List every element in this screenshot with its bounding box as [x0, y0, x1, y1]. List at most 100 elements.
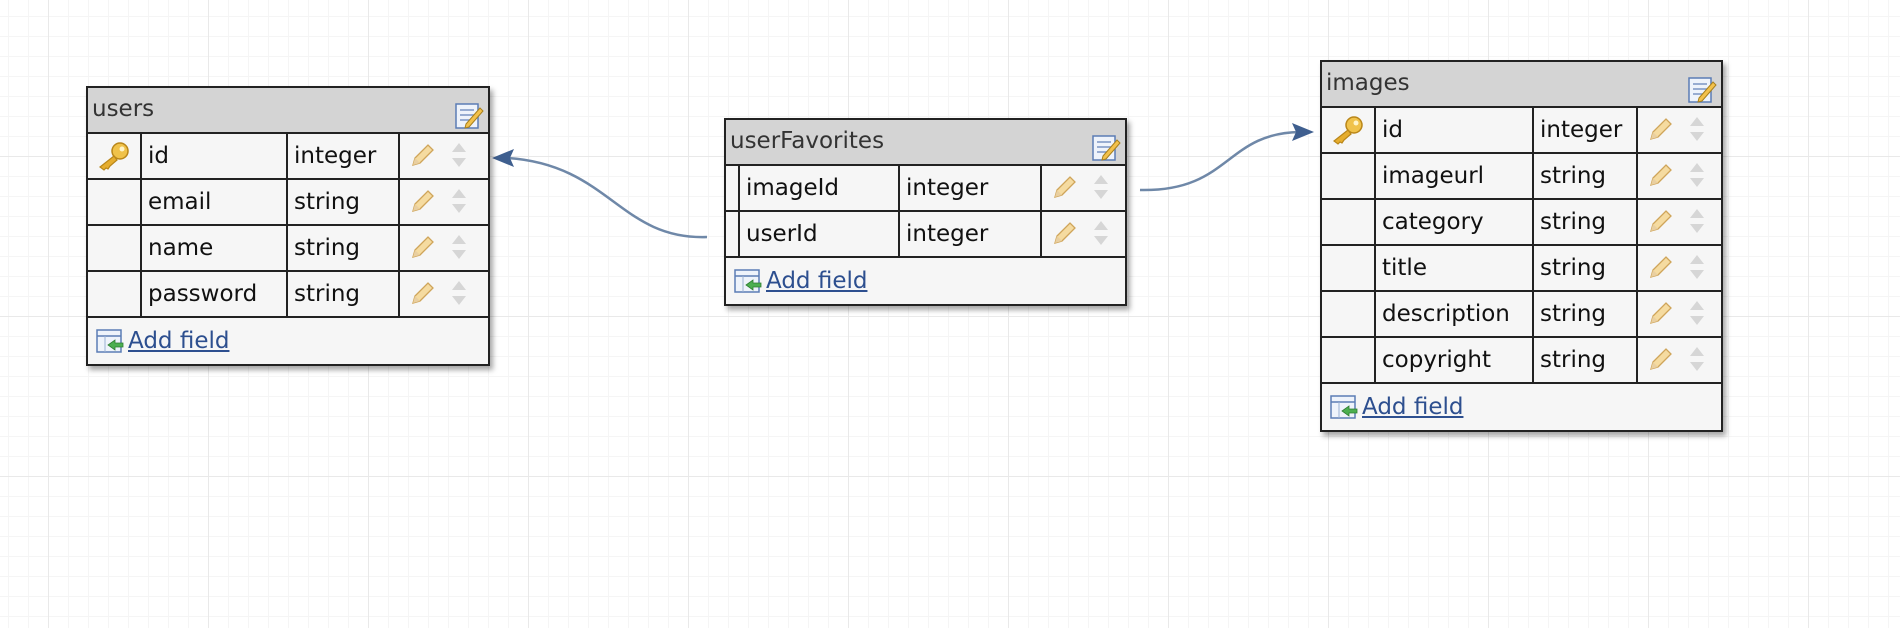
add-field-link[interactable]: Add field: [766, 268, 868, 294]
edit-table-icon[interactable]: [1687, 74, 1717, 104]
field-actions: [1638, 246, 1721, 290]
add-field-link[interactable]: Add field: [1362, 394, 1464, 420]
pencil-icon[interactable]: [1648, 162, 1674, 188]
table-header[interactable]: users: [88, 88, 488, 134]
add-field-icon[interactable]: [1330, 394, 1358, 420]
move-icon[interactable]: [1092, 218, 1110, 248]
field-type: string: [294, 281, 361, 307]
move-icon[interactable]: [1688, 206, 1706, 236]
edit-table-icon[interactable]: [1091, 132, 1121, 162]
field-row-email[interactable]: email string: [88, 180, 488, 226]
field-type: integer: [1540, 117, 1623, 143]
field-actions: [1042, 166, 1125, 210]
move-icon[interactable]: [1688, 114, 1706, 144]
field-actions: [1042, 212, 1125, 256]
key-cell: [1322, 292, 1376, 336]
pencil-icon[interactable]: [1648, 346, 1674, 372]
field-row-imageId[interactable]: imageId integer: [726, 166, 1125, 212]
field-row-userId[interactable]: userId integer: [726, 212, 1125, 258]
field-actions: [1638, 292, 1721, 336]
edit-table-icon[interactable]: [454, 100, 484, 130]
field-type: string: [294, 189, 361, 215]
move-icon[interactable]: [450, 232, 468, 262]
table-images[interactable]: images id integer: [1320, 60, 1723, 432]
field-name: userId: [746, 221, 818, 247]
key-cell: [1322, 338, 1376, 382]
field-name: category: [1382, 209, 1484, 235]
add-field-row: Add field: [1322, 384, 1721, 430]
add-field-icon[interactable]: [96, 328, 124, 354]
field-actions: [400, 180, 488, 224]
move-icon[interactable]: [1092, 172, 1110, 202]
field-type: string: [1540, 209, 1607, 235]
field-row-password[interactable]: password string: [88, 272, 488, 318]
pencil-icon[interactable]: [1648, 116, 1674, 142]
table-header[interactable]: userFavorites: [726, 120, 1125, 166]
add-field-row: Add field: [88, 318, 488, 364]
field-type: string: [1540, 301, 1607, 327]
table-users[interactable]: users id integer: [86, 86, 490, 366]
table-userFavorites[interactable]: userFavorites imageId integer userId int…: [724, 118, 1127, 306]
table-title: images: [1326, 70, 1410, 96]
key-cell: [1322, 246, 1376, 290]
field-row-description[interactable]: description string: [1322, 292, 1721, 338]
move-icon[interactable]: [1688, 160, 1706, 190]
field-row-name[interactable]: name string: [88, 226, 488, 272]
pencil-icon[interactable]: [1648, 208, 1674, 234]
move-icon[interactable]: [450, 278, 468, 308]
pencil-icon[interactable]: [1052, 174, 1078, 200]
key-cell: [1322, 200, 1376, 244]
field-type: integer: [906, 221, 989, 247]
field-actions: [400, 226, 488, 270]
key-icon: [1333, 116, 1363, 145]
move-icon[interactable]: [1688, 298, 1706, 328]
key-cell: [88, 226, 142, 270]
field-row-imageurl[interactable]: imageurl string: [1322, 154, 1721, 200]
field-row-copyright[interactable]: copyright string: [1322, 338, 1721, 384]
key-cell: [726, 212, 740, 256]
move-icon[interactable]: [1688, 252, 1706, 282]
field-actions: [1638, 200, 1721, 244]
field-row-category[interactable]: category string: [1322, 200, 1721, 246]
pencil-icon[interactable]: [1648, 254, 1674, 280]
field-row-id[interactable]: id integer: [88, 134, 488, 180]
move-icon[interactable]: [1688, 344, 1706, 374]
key-cell: [726, 166, 740, 210]
field-row-title[interactable]: title string: [1322, 246, 1721, 292]
move-icon[interactable]: [450, 186, 468, 216]
field-name: copyright: [1382, 347, 1491, 373]
pencil-icon[interactable]: [410, 142, 436, 168]
field-type: string: [294, 235, 361, 261]
field-name: imageurl: [1382, 163, 1485, 189]
field-actions: [400, 272, 488, 316]
field-type: string: [1540, 347, 1607, 373]
pencil-icon[interactable]: [410, 188, 436, 214]
field-type: string: [1540, 163, 1607, 189]
pencil-icon[interactable]: [1648, 300, 1674, 326]
relation-arrow-images: [1292, 123, 1314, 141]
key-cell: [88, 272, 142, 316]
field-row-id[interactable]: id integer: [1322, 108, 1721, 154]
field-name: name: [148, 235, 214, 261]
add-field-icon[interactable]: [734, 268, 762, 294]
field-actions: [1638, 154, 1721, 198]
field-type: string: [1540, 255, 1607, 281]
field-name: imageId: [746, 175, 840, 201]
field-actions: [400, 134, 488, 178]
relation-line-userFavorites-images: [1139, 130, 1301, 192]
field-type: integer: [294, 143, 377, 169]
key-icon: [99, 142, 129, 171]
pencil-icon[interactable]: [410, 234, 436, 260]
key-cell: [1322, 108, 1376, 152]
table-title: userFavorites: [730, 128, 885, 154]
field-name: title: [1382, 255, 1427, 281]
field-actions: [1638, 108, 1721, 152]
pencil-icon[interactable]: [410, 280, 436, 306]
relation-arrow-users: [492, 149, 514, 167]
table-header[interactable]: images: [1322, 62, 1721, 108]
add-field-link[interactable]: Add field: [128, 328, 230, 354]
key-cell: [1322, 154, 1376, 198]
move-icon[interactable]: [450, 140, 468, 170]
pencil-icon[interactable]: [1052, 220, 1078, 246]
